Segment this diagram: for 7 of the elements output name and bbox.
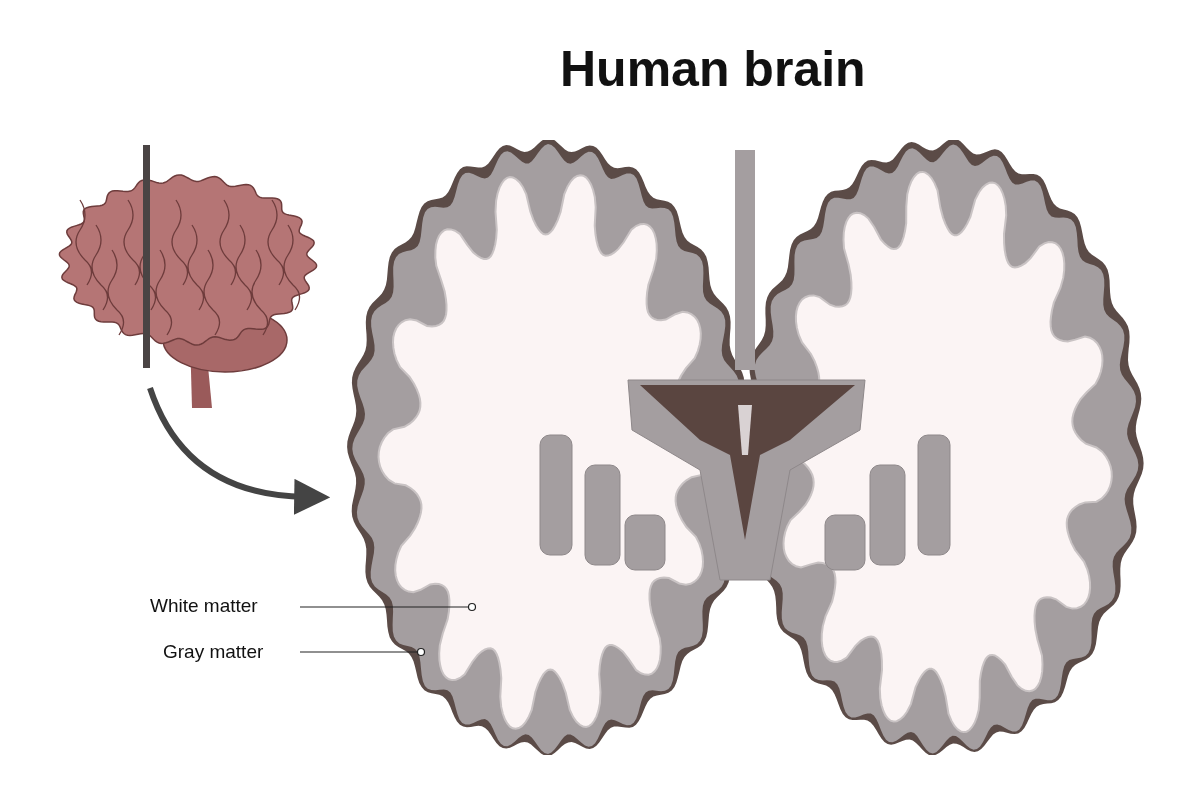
part-label: Gray matter (163, 641, 264, 663)
part-label: White matter (150, 595, 258, 617)
brain-coronal-section-drawing (345, 140, 1145, 755)
leader-line (299, 602, 477, 612)
leader-line (299, 647, 426, 657)
title: Human brain (560, 40, 866, 98)
arrow (147, 386, 331, 515)
